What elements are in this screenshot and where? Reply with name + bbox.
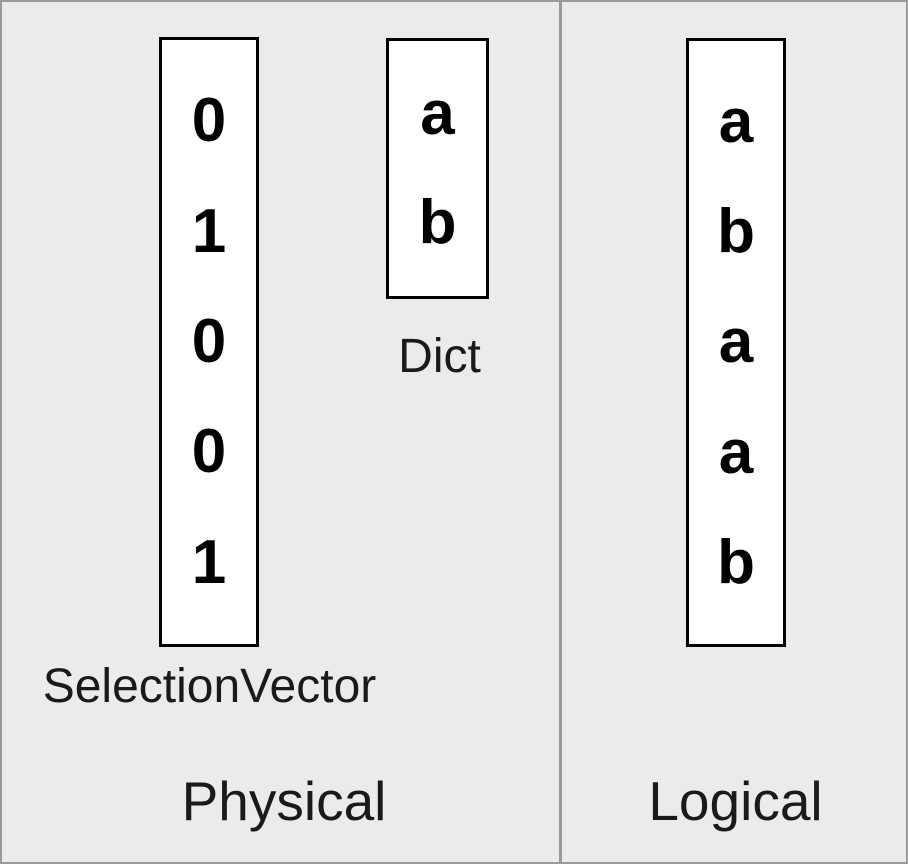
selection-vector-cell: 0 bbox=[191, 306, 227, 376]
panel-caption-physical-text: Physical bbox=[181, 770, 387, 832]
selection-vector-cell: 1 bbox=[191, 196, 227, 266]
logical-values-box: a b a a b bbox=[686, 38, 786, 647]
logical-cell: b bbox=[717, 197, 755, 267]
selection-vector-cell: 0 bbox=[191, 86, 227, 156]
logical-cell: a bbox=[718, 87, 754, 157]
dict-label: Dict bbox=[398, 330, 481, 383]
logical-cell: a bbox=[718, 417, 754, 487]
selection-vector-cell: 1 bbox=[191, 527, 227, 597]
logical-cell: b bbox=[717, 527, 755, 597]
logical-cell: a bbox=[718, 307, 754, 377]
dict-box: a b bbox=[386, 38, 489, 299]
selection-vector-cell: 0 bbox=[191, 417, 227, 487]
panel-caption-logical: Logical bbox=[648, 770, 823, 832]
selection-vector-label: SelectionVector bbox=[42, 660, 377, 713]
panel-caption-physical: Physical bbox=[2, 770, 562, 832]
dict-cell: a bbox=[420, 78, 455, 148]
dict-cell: b bbox=[418, 188, 457, 258]
selection-vector-box: 0 1 0 0 1 bbox=[159, 37, 259, 647]
